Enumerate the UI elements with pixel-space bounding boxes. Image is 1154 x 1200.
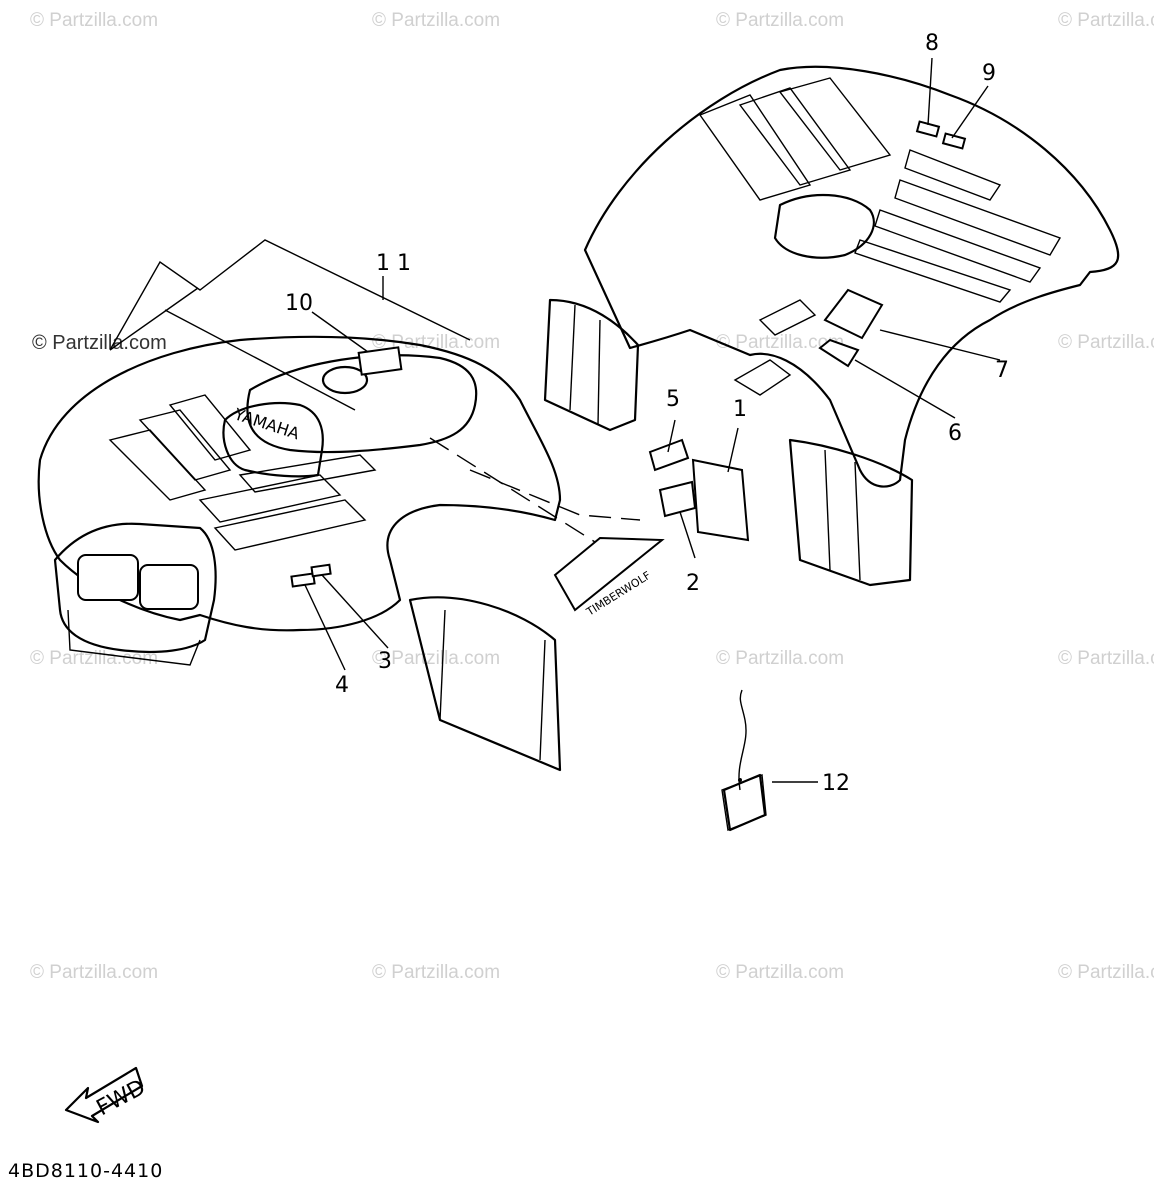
watermark: © Partzilla.com <box>716 332 845 353</box>
watermark: © Partzilla.com <box>716 962 845 983</box>
callout-11: 1 1 <box>376 251 411 276</box>
callout-4: 4 <box>335 673 349 698</box>
caution-tag <box>721 689 767 832</box>
fwd-arrow-label: FWD <box>93 1075 150 1121</box>
watermark: © Partzilla.com <box>30 962 159 983</box>
diagram-code: 4BD8110-4410 <box>8 1160 164 1182</box>
watermark: © Partzilla.com <box>30 648 159 669</box>
fwd-arrow: FWD <box>64 1066 150 1124</box>
callout-8: 8 <box>925 31 939 56</box>
watermark: © Partzilla.com <box>716 10 845 31</box>
callout-12: 12 <box>822 771 850 796</box>
watermark: © Partzilla.com <box>32 332 167 354</box>
watermark: © Partzilla.com <box>372 648 501 669</box>
callout-9: 9 <box>982 61 996 86</box>
watermark: © Partzilla.com <box>1058 962 1154 983</box>
watermark: © Partzilla.com <box>30 10 159 31</box>
loose-decals <box>648 438 750 542</box>
callout-5: 5 <box>666 387 680 412</box>
watermark: © Partzilla.com <box>372 10 501 31</box>
front-fender: YAMAHA TIMBERWOLF <box>37 239 665 772</box>
rear-fender <box>543 65 1120 587</box>
watermark: © Partzilla.com <box>1058 332 1154 353</box>
watermark: © Partzilla.com <box>1058 648 1154 669</box>
leader-lines <box>304 57 1001 783</box>
callout-7: 7 <box>995 358 1009 383</box>
watermark: © Partzilla.com <box>716 648 845 669</box>
callout-10: 10 <box>285 291 313 316</box>
callout-1: 1 <box>733 397 747 422</box>
callout-6: 6 <box>948 421 962 446</box>
watermark: © Partzilla.com <box>372 332 501 353</box>
watermark: © Partzilla.com <box>372 962 501 983</box>
callout-2: 2 <box>686 571 700 596</box>
watermark: © Partzilla.com <box>1058 10 1154 31</box>
callout-3: 3 <box>378 649 392 674</box>
yamaha-decal-text: YAMAHA <box>231 404 302 443</box>
